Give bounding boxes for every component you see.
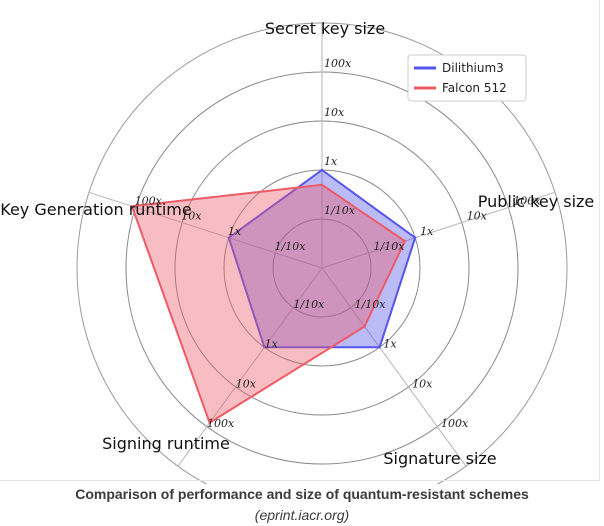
- series-point-falcon-512-3: [208, 421, 211, 424]
- tick-label-axis1-3: 100x: [513, 195, 541, 208]
- axis-label-signing-runtime: Signing runtime: [102, 434, 230, 453]
- legend: Dilithium3 Falcon 512: [407, 54, 527, 102]
- tick-label-axis0-0: 1/10x: [324, 204, 356, 217]
- series-point-dilithium3-4: [227, 236, 230, 239]
- tick-label-axis0-1: 1x: [324, 155, 338, 168]
- legend-label-dilithium3: Dilithium3: [442, 61, 504, 75]
- series-point-falcon-512-2: [363, 325, 366, 328]
- tick-label-axis4-0: 1/10x: [275, 240, 307, 253]
- axis-label-secret-key-size: Secret key size: [265, 19, 385, 38]
- legend-label-falcon-512: Falcon 512: [442, 81, 507, 95]
- tick-label-axis0-3: 100x: [324, 57, 352, 70]
- tick-label-axis2-2: 10x: [412, 377, 433, 390]
- tick-label-axis4-1: 1x: [228, 225, 242, 238]
- series-point-dilithium3-0: [320, 168, 324, 172]
- axis-label-key-generation-runtime: Key Generation runtime: [0, 200, 191, 219]
- series-point-dilithium3-1: [414, 236, 417, 239]
- tick-label-axis3-0: 1/10x: [293, 298, 325, 311]
- tick-label-axis2-1: 1x: [383, 338, 397, 351]
- series-point-dilithium3-3: [263, 346, 266, 349]
- tick-label-axis1-0: 1/10x: [374, 240, 406, 253]
- series-point-dilithium3-2: [378, 346, 381, 349]
- series-point-falcon-512-1: [403, 239, 407, 243]
- figure-caption-source: (eprint.iacr.org): [254, 507, 350, 523]
- tick-label-axis3-3: 100x: [207, 417, 235, 430]
- ring-tick-labels: 1/10x 1x 10x 100x 1/10x 1x 10x 100x 1/10x 1x 10x 10…: [135, 57, 542, 430]
- radar-chart: 1/10x 1x 10x 100x 1/10x 1x 10x 100x 1/10x 1x 10x 10…: [0, 19, 594, 484]
- spoke-3: [177, 267, 323, 467]
- spoke-4: [88, 191, 323, 269]
- tick-label-axis1-1: 1x: [420, 225, 434, 238]
- series-area-falcon-512: [130, 183, 407, 425]
- spoke-2: [321, 267, 467, 467]
- tick-label-axis3-2: 10x: [236, 377, 257, 390]
- tick-label-axis0-2: 10x: [324, 106, 345, 119]
- tick-label-axis2-0: 1/10x: [355, 298, 387, 311]
- legend-box: [407, 54, 527, 102]
- axis-label-signature-size: Signature size: [383, 449, 496, 468]
- figure-caption-title: Comparison of performance and size of qu…: [75, 486, 529, 502]
- tick-label-axis4-3: 100x: [135, 195, 163, 208]
- series-layer: [130, 168, 417, 425]
- series-area-dilithium3: [227, 168, 417, 349]
- series-point-falcon-512-4: [130, 205, 134, 208]
- tick-label-axis1-2: 10x: [467, 210, 488, 223]
- tick-label-axis2-3: 100x: [441, 417, 469, 430]
- tick-label-axis4-2: 10x: [181, 210, 202, 223]
- series-point-falcon-512-0: [320, 183, 324, 186]
- tick-label-axis3-1: 1x: [265, 338, 279, 351]
- axis-label-public-key-size: Public key size: [478, 192, 595, 211]
- spoke-1: [321, 191, 556, 269]
